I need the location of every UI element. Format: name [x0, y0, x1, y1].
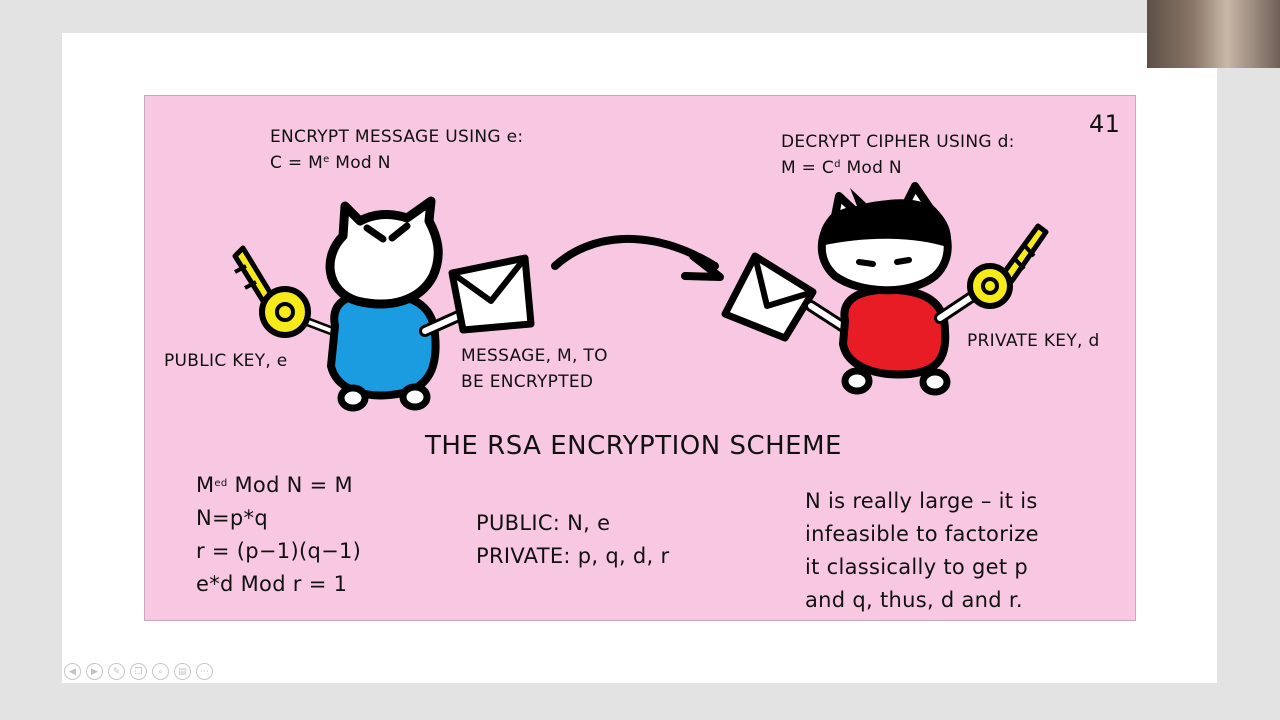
more-options-button[interactable]: ⋯	[196, 663, 213, 680]
key-summary: PUBLIC: N, e PRIVATE: p, q, d, r	[476, 507, 669, 573]
message-label: MESSAGE, M, TO BE ENCRYPTED	[461, 346, 608, 392]
decrypt-label: DECRYPT CIPHER USING d: M = Cd Mod N	[781, 129, 1015, 181]
slide: 41 ENCRYPT MESSAGE USING e: C = Me Mod N…	[144, 95, 1136, 621]
equation-3: r = (p−1)(q−1)	[196, 539, 362, 563]
decrypt-formula: M = Cd Mod N	[781, 158, 902, 178]
presentation-toolbar: ◀ ▶ ✎ ❐ ⌕ ▤ ⋯	[64, 663, 213, 683]
encrypt-formula: C = Me Mod N	[270, 153, 391, 173]
slides-overview-button[interactable]: ❐	[130, 663, 147, 680]
encrypt-label-line1: ENCRYPT MESSAGE USING e:	[270, 127, 524, 147]
next-slide-button[interactable]: ▶	[86, 663, 103, 680]
arrow-icon	[551, 235, 724, 281]
private-key-icon	[967, 223, 1049, 309]
public-key-icon	[232, 245, 311, 338]
encrypt-label: ENCRYPT MESSAGE USING e: C = Me Mod N	[270, 124, 523, 176]
zoom-button[interactable]: ⌕	[152, 663, 169, 680]
subtitles-button[interactable]: ▤	[174, 663, 191, 680]
slide-title: THE RSA ENCRYPTION SCHEME	[425, 431, 842, 461]
decrypt-label-line1: DECRYPT CIPHER USING d:	[781, 132, 1015, 152]
slide-number: 41	[1089, 110, 1121, 138]
public-key-label: PUBLIC KEY, e	[164, 351, 288, 371]
equations: Med Mod N = M N=p*q r = (p−1)(q−1) e*d M…	[196, 469, 361, 601]
equation-4: e*d Mod r = 1	[196, 572, 348, 596]
envelope-icon	[448, 254, 535, 334]
public-key-summary: PUBLIC: N, e	[476, 511, 611, 535]
equation-2: N=p*q	[196, 506, 268, 530]
previous-slide-button[interactable]: ◀	[64, 663, 81, 680]
rsa-illustration	[232, 182, 1049, 412]
equation-1: Med Mod N = M	[196, 473, 353, 497]
webcam-thumbnail	[1147, 0, 1280, 68]
sender-character	[232, 196, 469, 412]
receiver-character	[805, 182, 1049, 396]
pen-tool-button[interactable]: ✎	[108, 663, 125, 680]
private-key-summary: PRIVATE: p, q, d, r	[476, 544, 670, 568]
private-key-label: PRIVATE KEY, d	[967, 331, 1100, 351]
envelope-icon	[721, 252, 817, 342]
note: N is really large – it is infeasible to …	[805, 489, 1039, 612]
